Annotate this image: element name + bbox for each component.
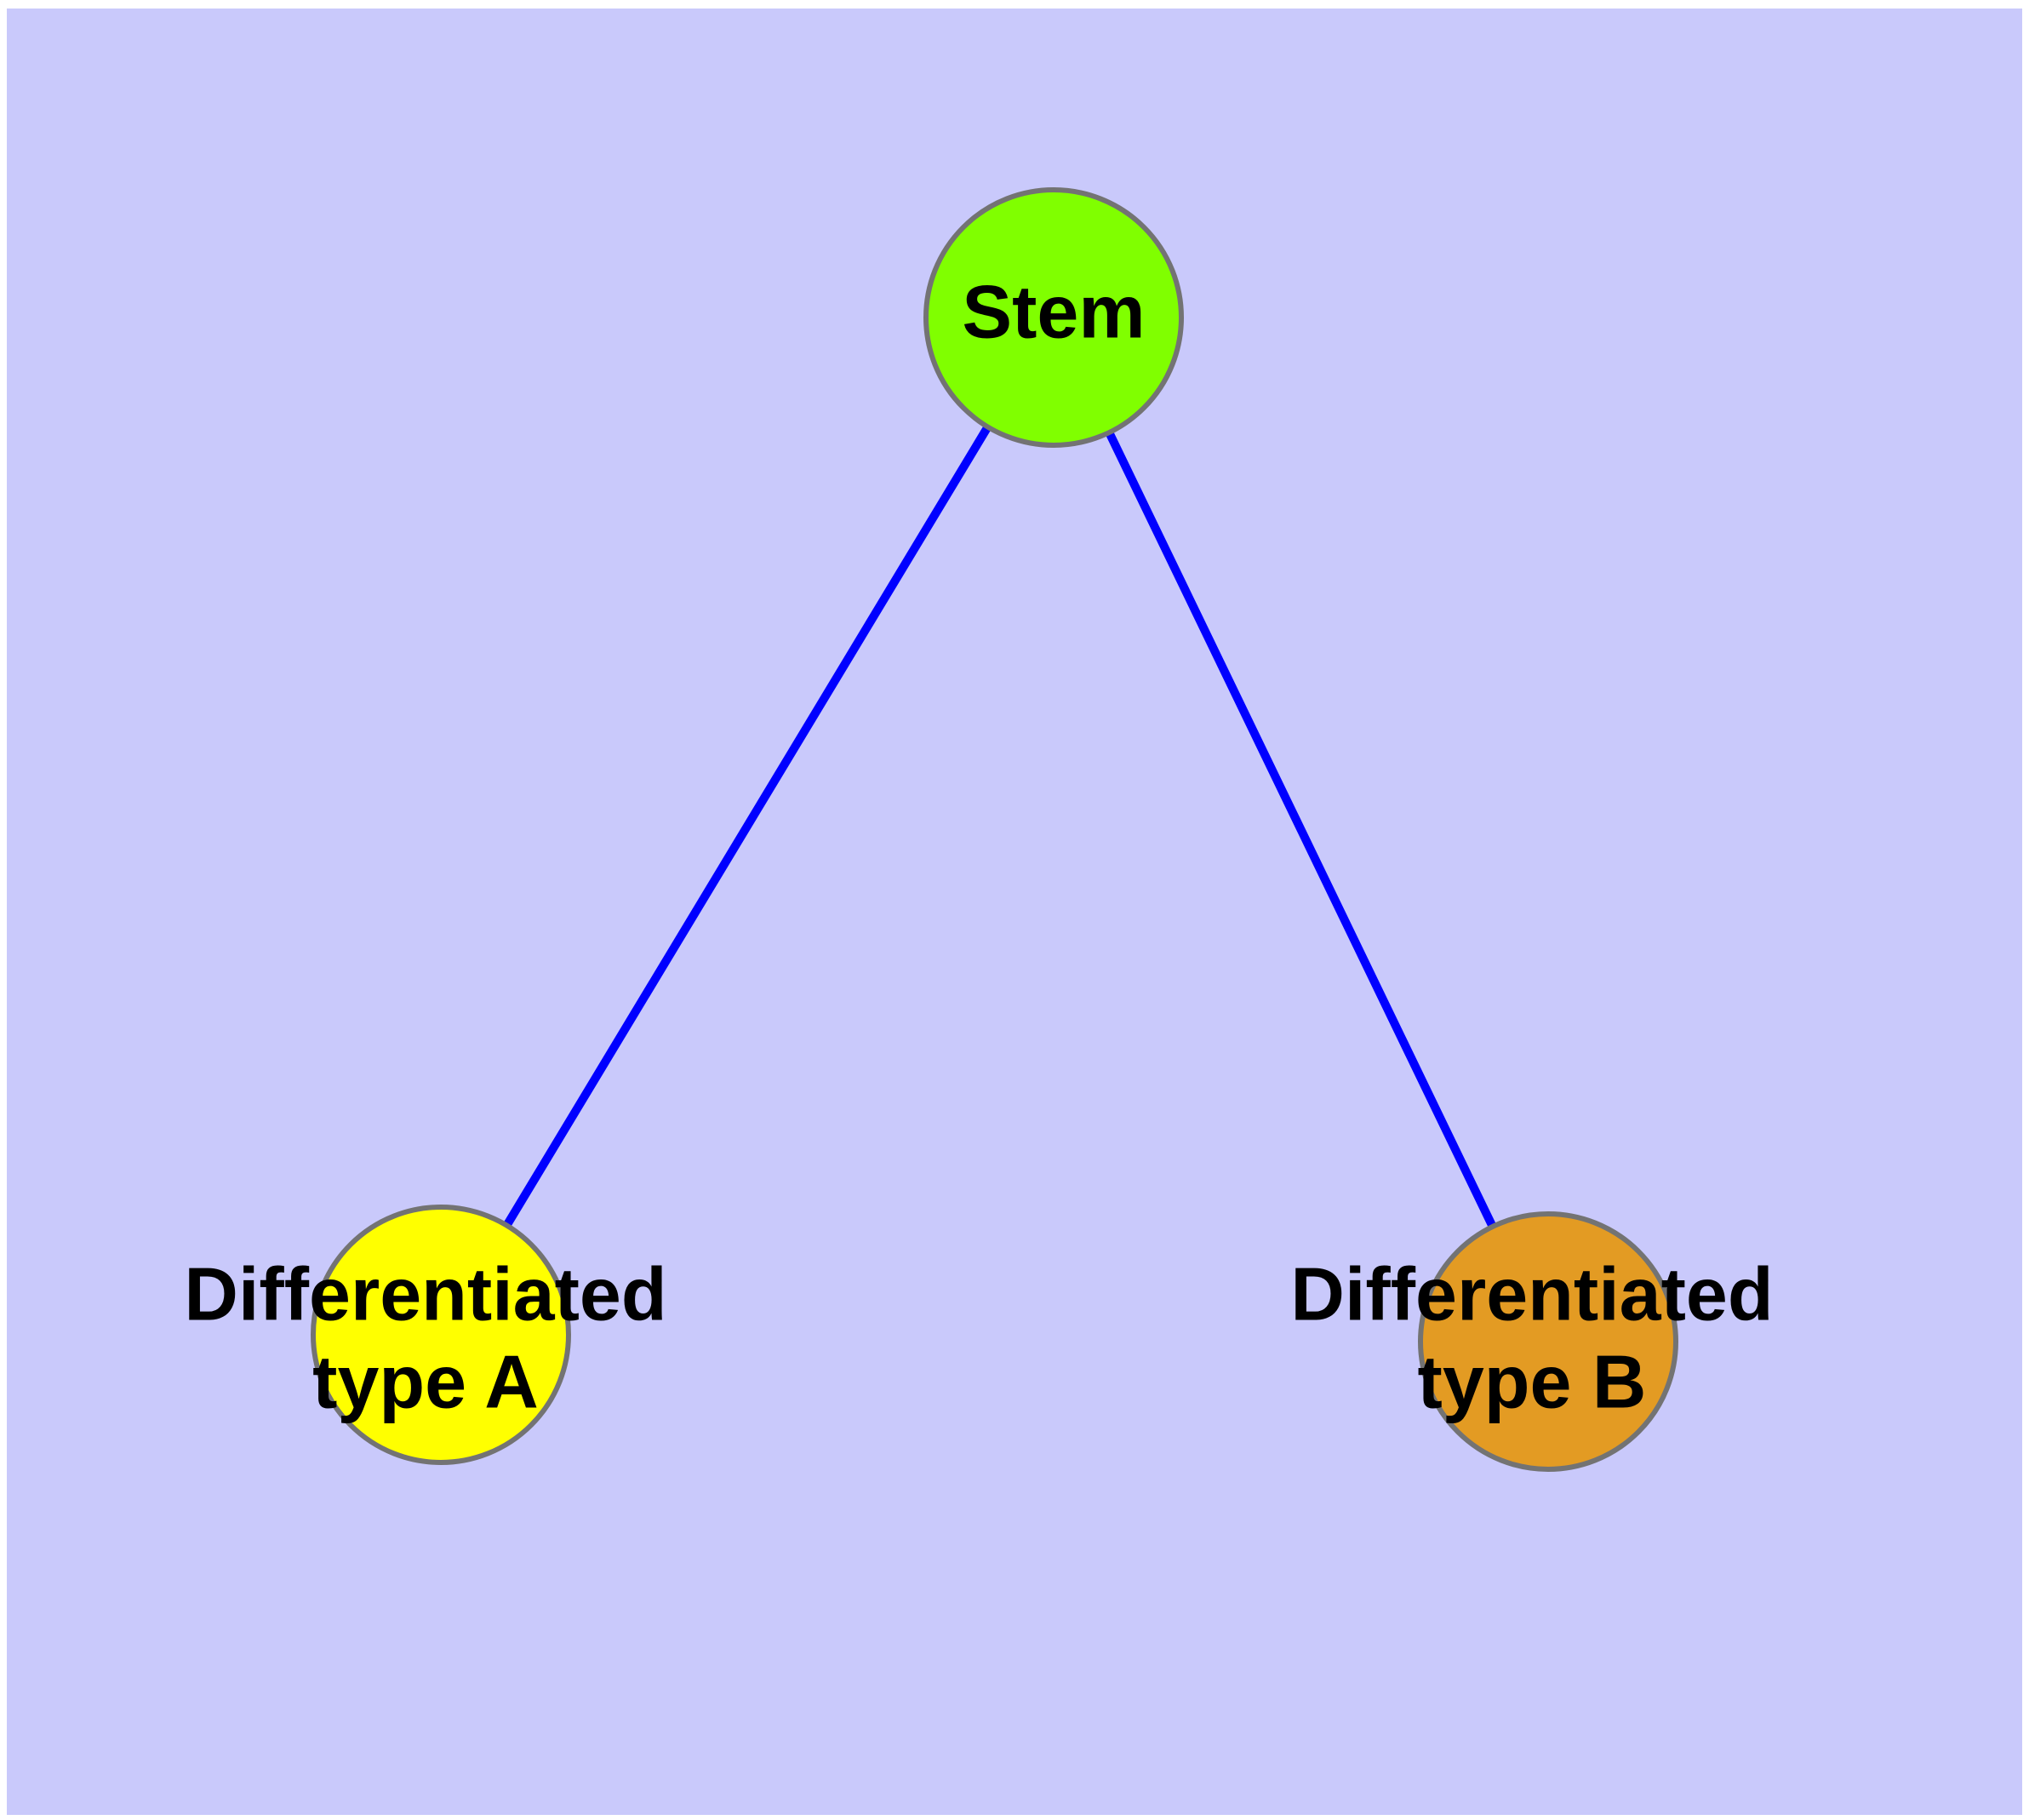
node-differentiated-type-a-label-line2: type A (312, 1339, 539, 1423)
edge-stem-to-differentiated-b[interactable] (1049, 313, 1552, 1346)
labels-layer: Stem Differentiated type A Differentiate… (184, 269, 1773, 1423)
nodes-layer (311, 187, 1678, 1472)
node-differentiated-type-b-label-line1: Differentiated (1290, 1251, 1773, 1336)
node-stem[interactable] (923, 187, 1184, 448)
edge-stem-to-differentiated-a[interactable] (437, 313, 1058, 1339)
edges-layer (437, 313, 1552, 1346)
node-differentiated-type-b-label-line2: type B (1418, 1339, 1647, 1423)
node-differentiated-type-b[interactable] (1418, 1211, 1678, 1472)
node-differentiated-type-a-label-line1: Differentiated (184, 1251, 666, 1336)
node-stem-label: Stem (962, 269, 1145, 353)
node-differentiated-type-a[interactable] (311, 1205, 571, 1465)
